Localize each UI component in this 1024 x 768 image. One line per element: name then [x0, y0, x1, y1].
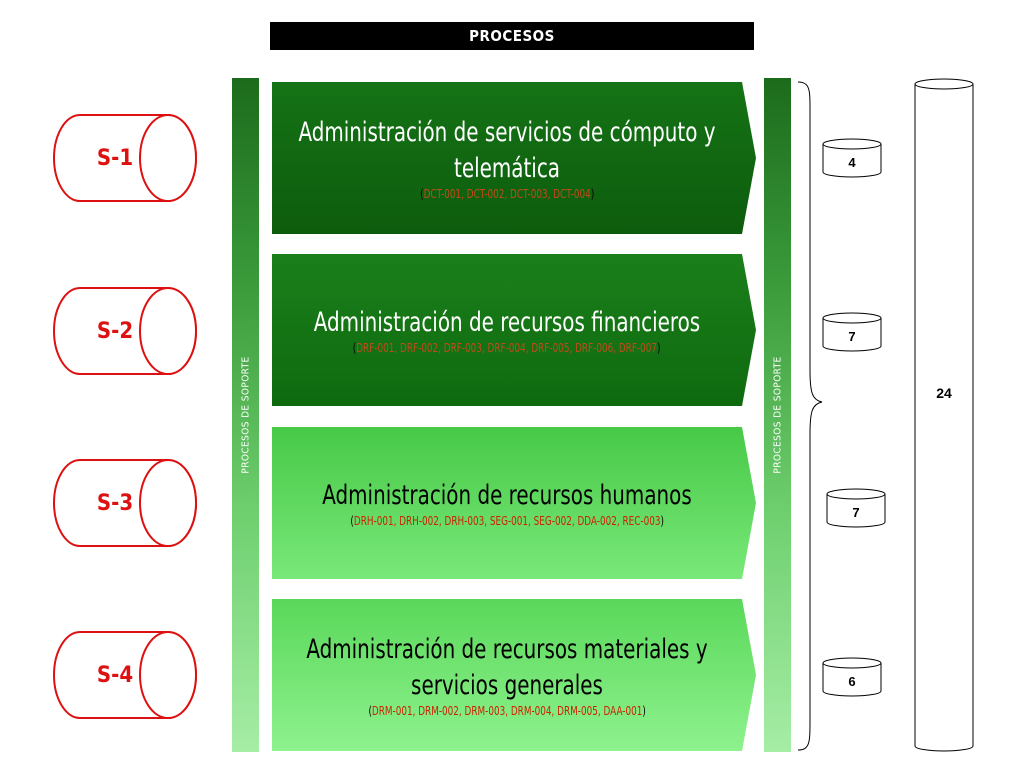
process-block-2: Administración de recursos financieros (… — [272, 254, 756, 406]
small-cylinder-shape — [826, 488, 886, 528]
system-label-4: S-4 — [96, 662, 134, 688]
cylinder-shape — [53, 287, 197, 375]
process-arrow-shape-2 — [272, 254, 756, 406]
process-codes-2: DRF-001, DRF-002, DRF-003, DRF-004, DRF-… — [356, 340, 658, 355]
support-bar-right-label: PROCESOS DE SOPORTE — [772, 356, 783, 474]
count-cylinder-4: 6 — [822, 657, 882, 697]
process-arrow-shape-4 — [272, 599, 756, 751]
process-title-2: Administración de recursos financieros — [313, 306, 701, 338]
count-value-2: 7 — [848, 328, 856, 344]
count-value-1: 4 — [848, 154, 856, 170]
process-arrow-shape-1 — [272, 82, 756, 234]
system-cylinder-2: S-2 — [52, 286, 198, 376]
total-cylinder: 24 — [914, 78, 974, 752]
small-cylinder-shape — [822, 657, 882, 697]
system-label-3: S-3 — [96, 490, 134, 516]
process-title-3: Administración de recursos humanos — [322, 479, 692, 511]
system-label-2: S-2 — [96, 318, 134, 344]
count-value-3: 7 — [852, 504, 860, 520]
cylinder-shape — [53, 459, 197, 547]
small-cylinder-shape — [822, 138, 882, 178]
process-codes-4: DRM-001, DRM-002, DRM-003, DRM-004, DRM-… — [371, 703, 643, 718]
process-codes-3: DRH-001, DRH-002, DRH-003, SEG-001, SEG-… — [353, 513, 661, 528]
count-cylinder-2: 7 — [822, 312, 882, 352]
system-cylinder-3: S-3 — [52, 458, 198, 548]
support-bar-right: PROCESOS DE SOPORTE — [764, 78, 791, 752]
total-value: 24 — [936, 385, 952, 401]
grouping-brace — [797, 81, 823, 751]
process-codes-1: DCT-001, DCT-002, DCT-003, DCT-004 — [423, 186, 591, 201]
count-value-4: 6 — [848, 673, 856, 689]
header-title: PROCESOS — [469, 27, 555, 45]
cylinder-shape — [53, 114, 197, 202]
process-arrow-shape-3 — [272, 427, 756, 579]
system-cylinder-1: S-1 — [52, 113, 198, 203]
system-label-1: S-1 — [96, 145, 134, 171]
system-cylinder-4: S-4 — [52, 630, 198, 720]
process-title-1: Administración de servicios de cómputo y… — [298, 116, 716, 184]
process-title-4: Administración de recursos materiales y … — [306, 633, 708, 701]
small-cylinder-shape — [822, 312, 882, 352]
support-bar-left-label: PROCESOS DE SOPORTE — [240, 356, 251, 474]
process-block-1: Administración de servicios de cómputo y… — [272, 82, 756, 234]
processes-header: PROCESOS — [270, 22, 754, 50]
cylinder-shape — [53, 631, 197, 719]
count-cylinder-3: 7 — [826, 488, 886, 528]
tall-cylinder-shape — [914, 78, 974, 752]
count-cylinder-1: 4 — [822, 138, 882, 178]
process-block-4: Administración de recursos materiales y … — [272, 599, 756, 751]
process-block-3: Administración de recursos humanos (DRH-… — [272, 427, 756, 579]
support-bar-left: PROCESOS DE SOPORTE — [232, 78, 259, 752]
